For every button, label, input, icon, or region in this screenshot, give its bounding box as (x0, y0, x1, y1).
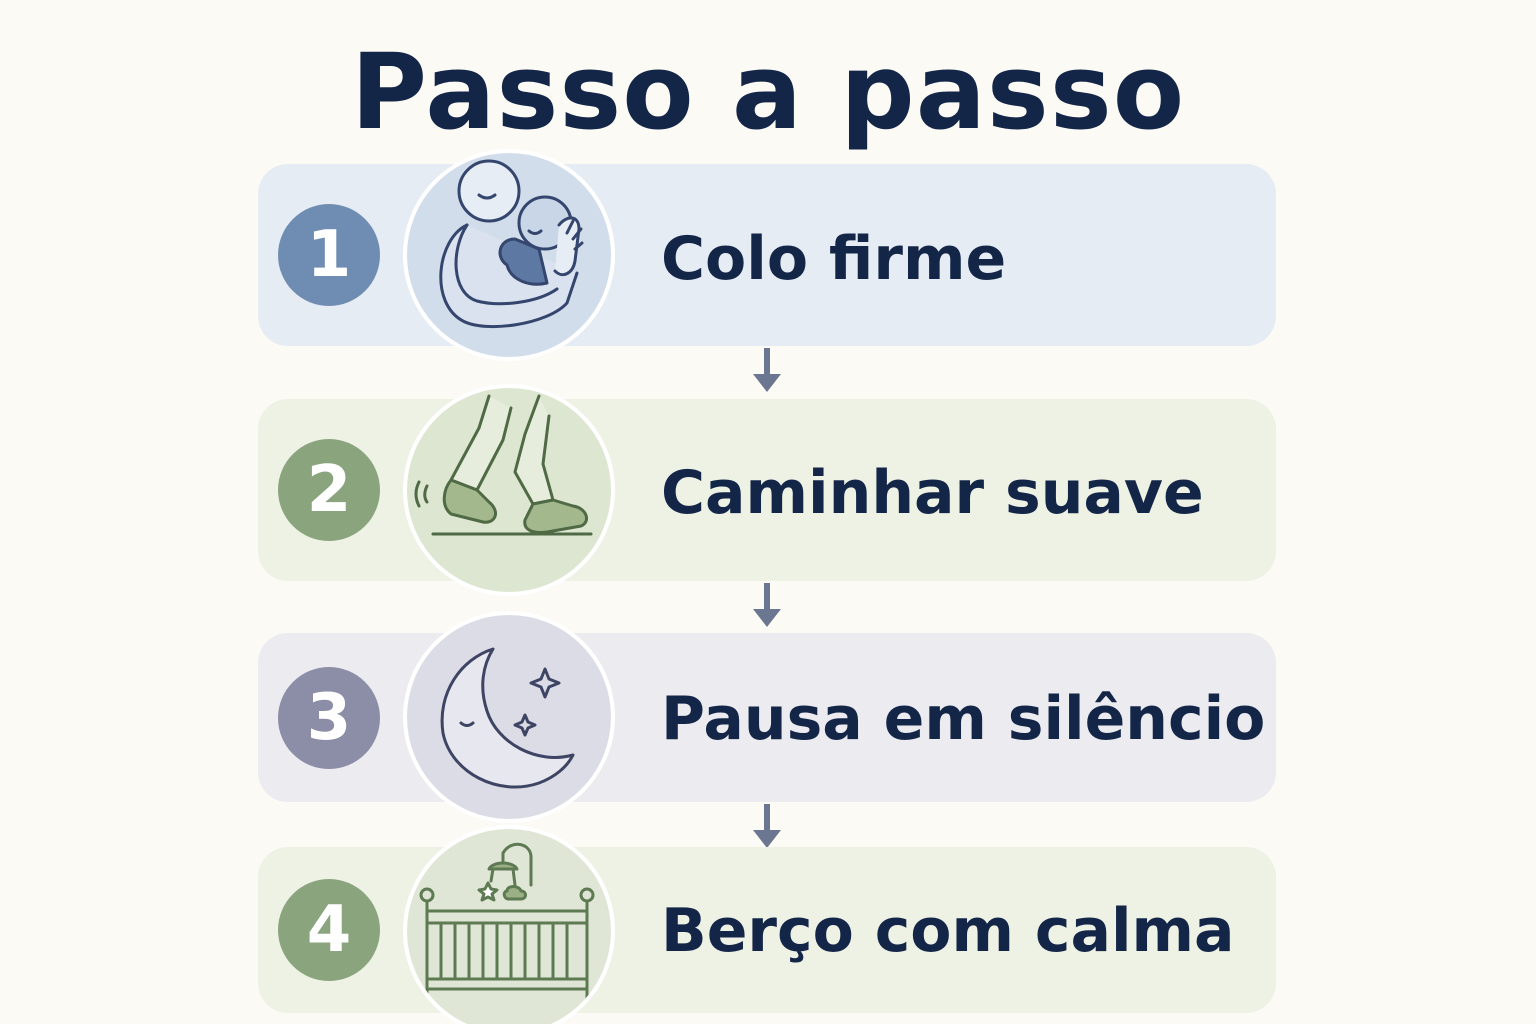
step-3-label: Pausa em silêncio (661, 684, 1266, 754)
step-4-card: 4 Berço com calma (258, 825, 1276, 1024)
step-1-card: 1 Colo firme (258, 149, 1276, 361)
sleeping-moon-icon (403, 611, 615, 823)
page-title: Passo a passo (350, 31, 1186, 153)
step-3-card: 3 Pausa em silêncio (258, 611, 1276, 823)
down-arrow-icon (747, 581, 787, 631)
down-arrow-icon (747, 802, 787, 852)
crib-with-mobile-icon (403, 825, 615, 1024)
step-2-label: Caminhar suave (661, 458, 1204, 528)
parent-holding-baby-icon (403, 149, 615, 361)
step-1-label: Colo firme (661, 224, 1007, 294)
step-4-label: Berço com calma (661, 896, 1235, 966)
step-3-number: 3 (278, 667, 380, 769)
step-1-number: 1 (278, 204, 380, 306)
step-4-number: 4 (278, 879, 380, 981)
step-2-number: 2 (278, 439, 380, 541)
walking-feet-icon (403, 384, 615, 596)
down-arrow-icon (747, 346, 787, 396)
step-2-card: 2 Caminhar suave (258, 384, 1276, 596)
